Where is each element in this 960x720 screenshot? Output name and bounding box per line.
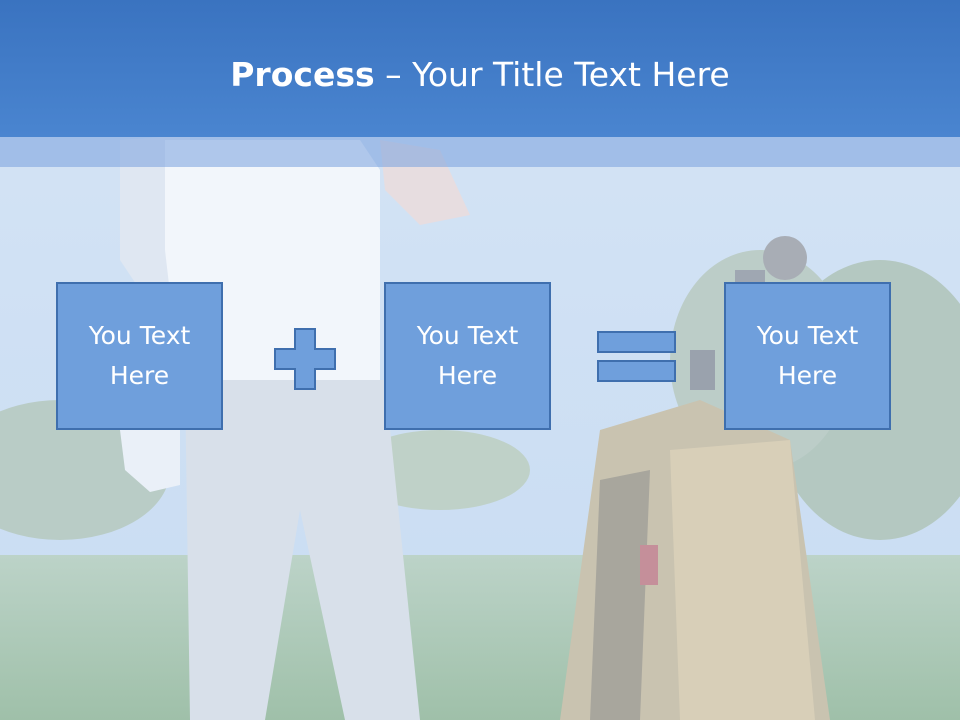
- process-box-2-text: You Text Here: [416, 321, 519, 390]
- process-box-1-text: You Text Here: [88, 321, 191, 390]
- equals-icon: [597, 331, 676, 382]
- process-box-1[interactable]: You Text Here: [56, 282, 223, 430]
- process-box-2[interactable]: You Text Here: [384, 282, 551, 430]
- title-rest: – Your Title Text Here: [374, 55, 730, 94]
- header-underband: [0, 137, 960, 167]
- header-band: [0, 0, 960, 137]
- slide-title[interactable]: Process – Your Title Text Here: [0, 50, 960, 100]
- process-box-3[interactable]: You Text Here: [724, 282, 891, 430]
- title-bold: Process: [230, 55, 375, 94]
- process-box-3-text: You Text Here: [756, 321, 859, 390]
- plus-icon: [274, 328, 336, 390]
